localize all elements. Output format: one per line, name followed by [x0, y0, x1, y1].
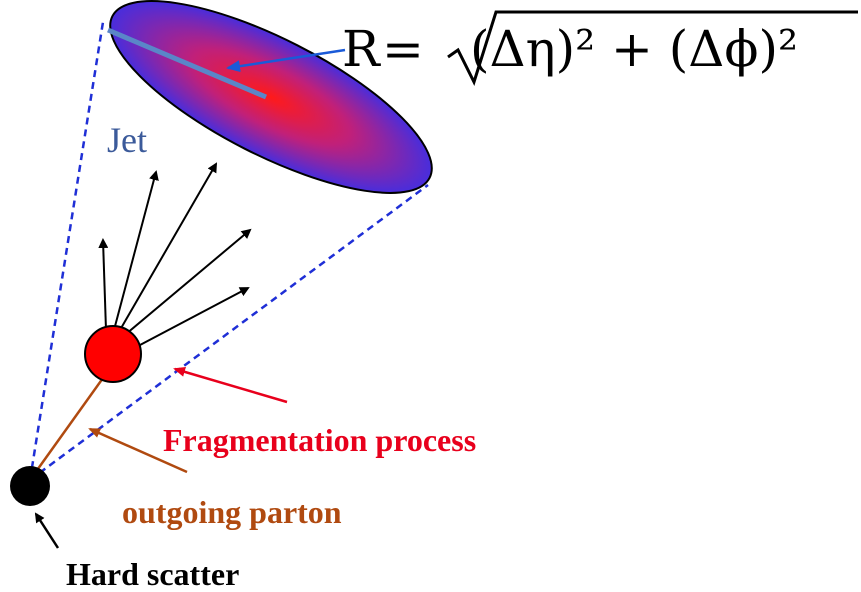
formula-lhs: R [342, 20, 380, 78]
outgoing-parton-line [28, 377, 105, 481]
fragment-arrow [113, 170, 159, 331]
hard-scatter-point [10, 466, 50, 506]
parton-arrow [88, 427, 188, 474]
fragmentation-ball [84, 325, 142, 383]
radius-arrow [226, 48, 346, 73]
hard-scatter-arrow [34, 512, 60, 549]
fragment-arrows [98, 162, 252, 346]
cone-right-edge [29, 183, 429, 482]
sqrt-sign [447, 10, 858, 86]
fragmentation-label: Fragmentation process [163, 422, 477, 458]
hard-scatter-label: Hard scatter [66, 556, 240, 592]
fragment-arrow [139, 287, 250, 346]
fragmentation-arrow [173, 367, 288, 404]
jet-radius-line [107, 27, 267, 100]
outgoing-parton-label: outgoing parton [122, 494, 342, 530]
jet-cone-ellipse [109, 0, 433, 194]
fragment-arrow [125, 228, 252, 335]
formula-equals: = [382, 20, 424, 78]
fragment-arrow [98, 238, 109, 331]
cone-left-edge [28, 21, 105, 481]
jet-label: Jet [107, 120, 147, 160]
fragment-arrow [119, 162, 218, 331]
formula-radicand: (Δη)² + (Δϕ)² [470, 20, 799, 78]
